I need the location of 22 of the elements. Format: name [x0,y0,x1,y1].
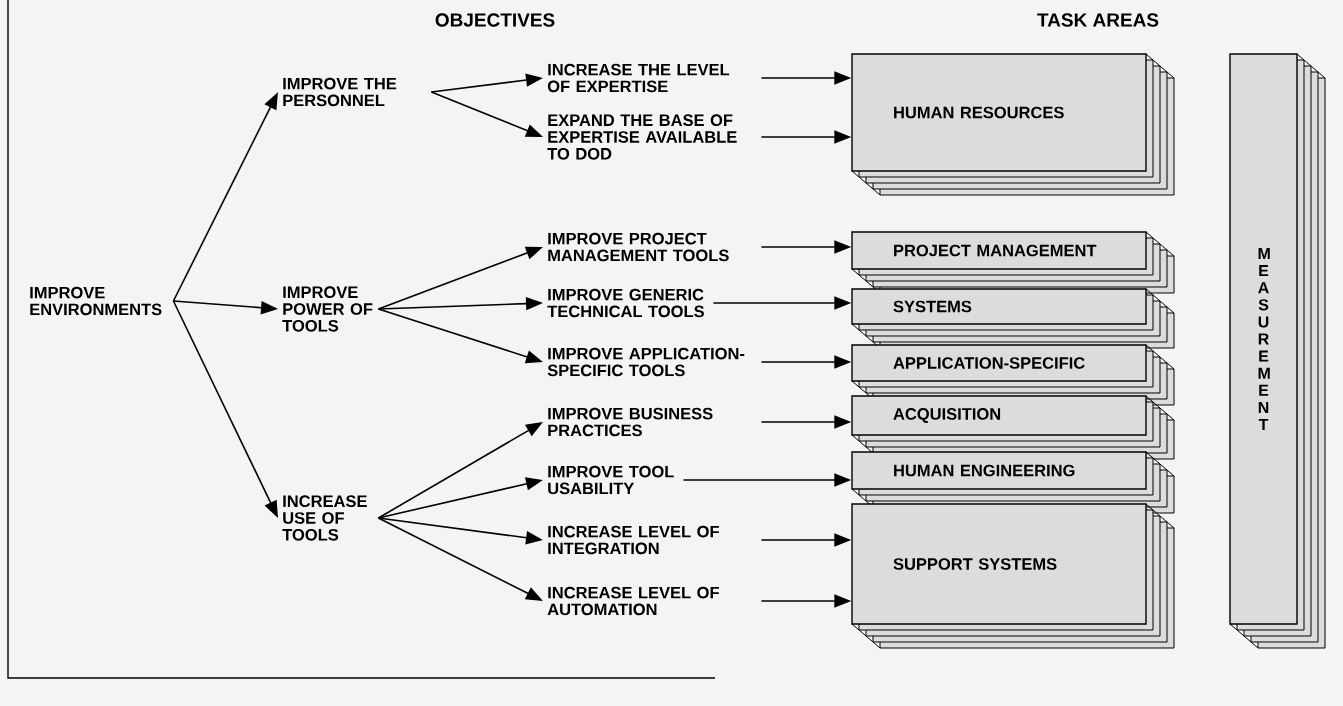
objective-text: INCREASE USE OF TOOLS [282,495,367,541]
objective-text: EXPAND THE BASE OF EXPERTISE AVAILABLE TO DOD [547,114,737,160]
column-heading: OBJECTIVES [435,13,555,27]
objective-text: IMPROVE GENERIC TECHNICAL TOOLS [547,288,704,318]
goal-text: IMPROVE ENVIRONMENTS [30,286,162,316]
objective-text: INCREASE LEVEL OF AUTOMATION [547,586,719,616]
objective-text: IMPROVE BUSINESS PRACTICES [548,407,713,437]
objective-text: IMPROVE THE PERSONNEL [283,77,397,107]
objective-text: INCREASE THE LEVEL OF EXPERTISE [547,63,730,93]
objective-text: IMPROVE APPLICATION-SPECIFIC TOOLS [547,347,745,377]
objective-text: IMPROVE TOOL USABILITY [548,465,674,495]
task-area-box: HUMAN RESOURCES [851,53,1175,196]
objective-text: INCREASE LEVEL OF INTEGRATION [548,525,719,555]
task-area-box: SYSTEMS [851,288,1175,349]
node-label: SYSTEMS [893,300,972,313]
task-area-box: PROJECT MANAGEMENT [851,231,1175,294]
node-label: PROJECT MANAGEMENT [894,244,1097,257]
objective-text: IMPROVE PROJECT MANAGEMENT TOOLS [548,232,729,262]
column-heading: TASK AREAS [1037,13,1159,27]
objective-text: IMPROVE POWER OF TOOLS [282,286,373,332]
task-area-box: SUPPORT SYSTEMS [851,503,1175,649]
task-area-box: MEASUREMENT [1229,53,1326,649]
